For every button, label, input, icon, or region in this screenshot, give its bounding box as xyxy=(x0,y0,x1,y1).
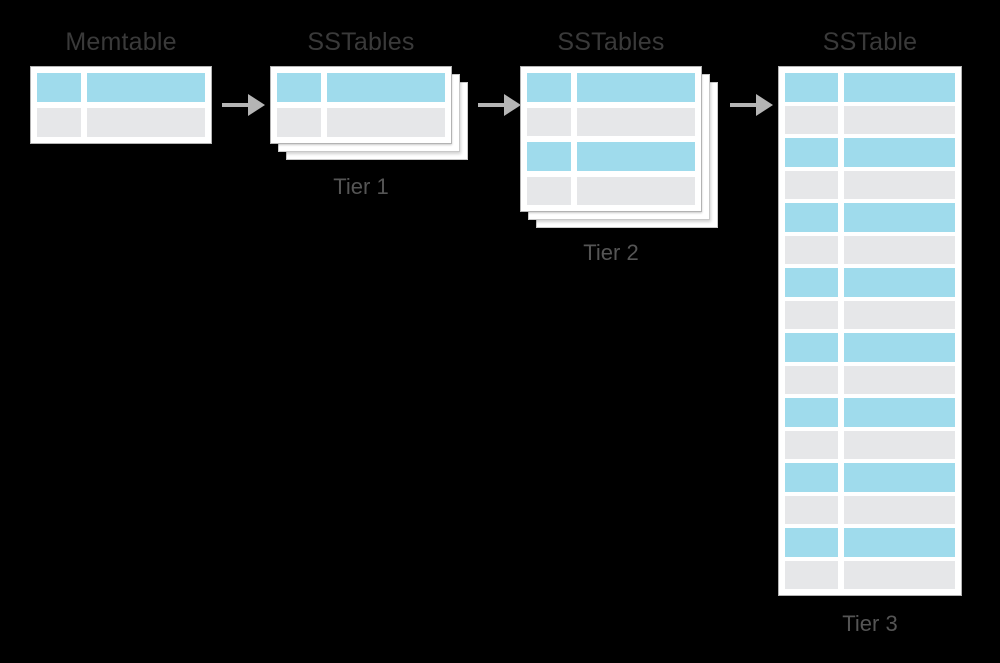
table-cell-value xyxy=(86,73,205,102)
table-row xyxy=(785,430,955,459)
table-row xyxy=(277,73,445,102)
table-cell-key xyxy=(527,73,571,102)
table-cell-value xyxy=(843,528,955,557)
table-cell-key xyxy=(785,235,838,264)
table-cell-value xyxy=(576,73,695,102)
table-cell-key xyxy=(37,108,81,137)
table-cell-value xyxy=(843,235,955,264)
table-cell-key xyxy=(785,203,838,232)
table-cell-key xyxy=(785,398,838,427)
arrow-tier2-to-tier3-icon xyxy=(730,92,774,118)
table-cell-key xyxy=(785,105,838,134)
tier2-title: SSTables xyxy=(557,28,665,56)
arrow-tier1-to-tier2-icon xyxy=(478,92,522,118)
memtable-table[interactable] xyxy=(30,66,212,144)
table-row xyxy=(785,398,955,427)
table-cell-value xyxy=(843,398,955,427)
table-row xyxy=(785,463,955,492)
table-cell-value xyxy=(843,560,955,589)
table-row xyxy=(785,268,955,297)
table-row xyxy=(785,203,955,232)
table-row xyxy=(785,235,955,264)
table-cell-value xyxy=(843,463,955,492)
table-cell-key xyxy=(785,300,838,329)
tier3-table[interactable] xyxy=(778,66,962,596)
table-cell-key xyxy=(785,365,838,394)
table-cell-key xyxy=(785,138,838,167)
table-row xyxy=(527,142,695,171)
table-cell-value xyxy=(843,170,955,199)
table-cell-key xyxy=(785,170,838,199)
table-row xyxy=(785,105,955,134)
table-row xyxy=(785,138,955,167)
table-cell-value xyxy=(843,365,955,394)
tier2-label: Tier 2 xyxy=(583,240,639,265)
table-row xyxy=(785,333,955,362)
table-cell-value xyxy=(843,73,955,102)
table-cell-value xyxy=(843,203,955,232)
table-row xyxy=(785,560,955,589)
table-row xyxy=(785,300,955,329)
table-row xyxy=(527,176,695,205)
tier1-label: Tier 1 xyxy=(333,174,389,199)
table-cell-key xyxy=(785,560,838,589)
table-cell-value xyxy=(576,176,695,205)
table-row xyxy=(785,495,955,524)
table-row xyxy=(527,73,695,102)
table-cell-key xyxy=(527,142,571,171)
table-cell-key xyxy=(785,463,838,492)
tier3-title: SSTable xyxy=(822,28,918,56)
table-cell-value xyxy=(843,138,955,167)
table-cell-key xyxy=(785,268,838,297)
table-row xyxy=(527,107,695,136)
table-row xyxy=(785,170,955,199)
table-cell-value xyxy=(576,107,695,136)
table-cell-value xyxy=(843,300,955,329)
tier3-label: Tier 3 xyxy=(842,611,898,636)
tier1-table[interactable] xyxy=(270,66,452,144)
table-row xyxy=(277,108,445,137)
table-cell-key xyxy=(785,430,838,459)
table-cell-key xyxy=(785,528,838,557)
table-cell-value xyxy=(843,495,955,524)
tier2-table[interactable] xyxy=(520,66,702,212)
tier1-title: SSTables xyxy=(307,28,415,56)
table-cell-key xyxy=(527,176,571,205)
table-row xyxy=(37,108,205,137)
table-cell-value xyxy=(843,268,955,297)
table-cell-key xyxy=(785,333,838,362)
table-row xyxy=(785,528,955,557)
table-cell-value xyxy=(326,108,445,137)
table-cell-value xyxy=(843,333,955,362)
table-cell-key xyxy=(527,107,571,136)
memtable-title: Memtable xyxy=(65,28,177,56)
table-row xyxy=(785,73,955,102)
table-cell-value xyxy=(86,108,205,137)
table-cell-key xyxy=(37,73,81,102)
table-cell-value xyxy=(843,430,955,459)
table-cell-key xyxy=(277,108,321,137)
table-row xyxy=(37,73,205,102)
tier3-rows xyxy=(785,73,955,589)
table-cell-key xyxy=(785,495,838,524)
table-row xyxy=(785,365,955,394)
arrow-memtable-to-tier1-icon xyxy=(222,92,266,118)
table-cell-value xyxy=(326,73,445,102)
table-cell-key xyxy=(277,73,321,102)
table-cell-value xyxy=(576,142,695,171)
table-cell-value xyxy=(843,105,955,134)
table-cell-key xyxy=(785,73,838,102)
